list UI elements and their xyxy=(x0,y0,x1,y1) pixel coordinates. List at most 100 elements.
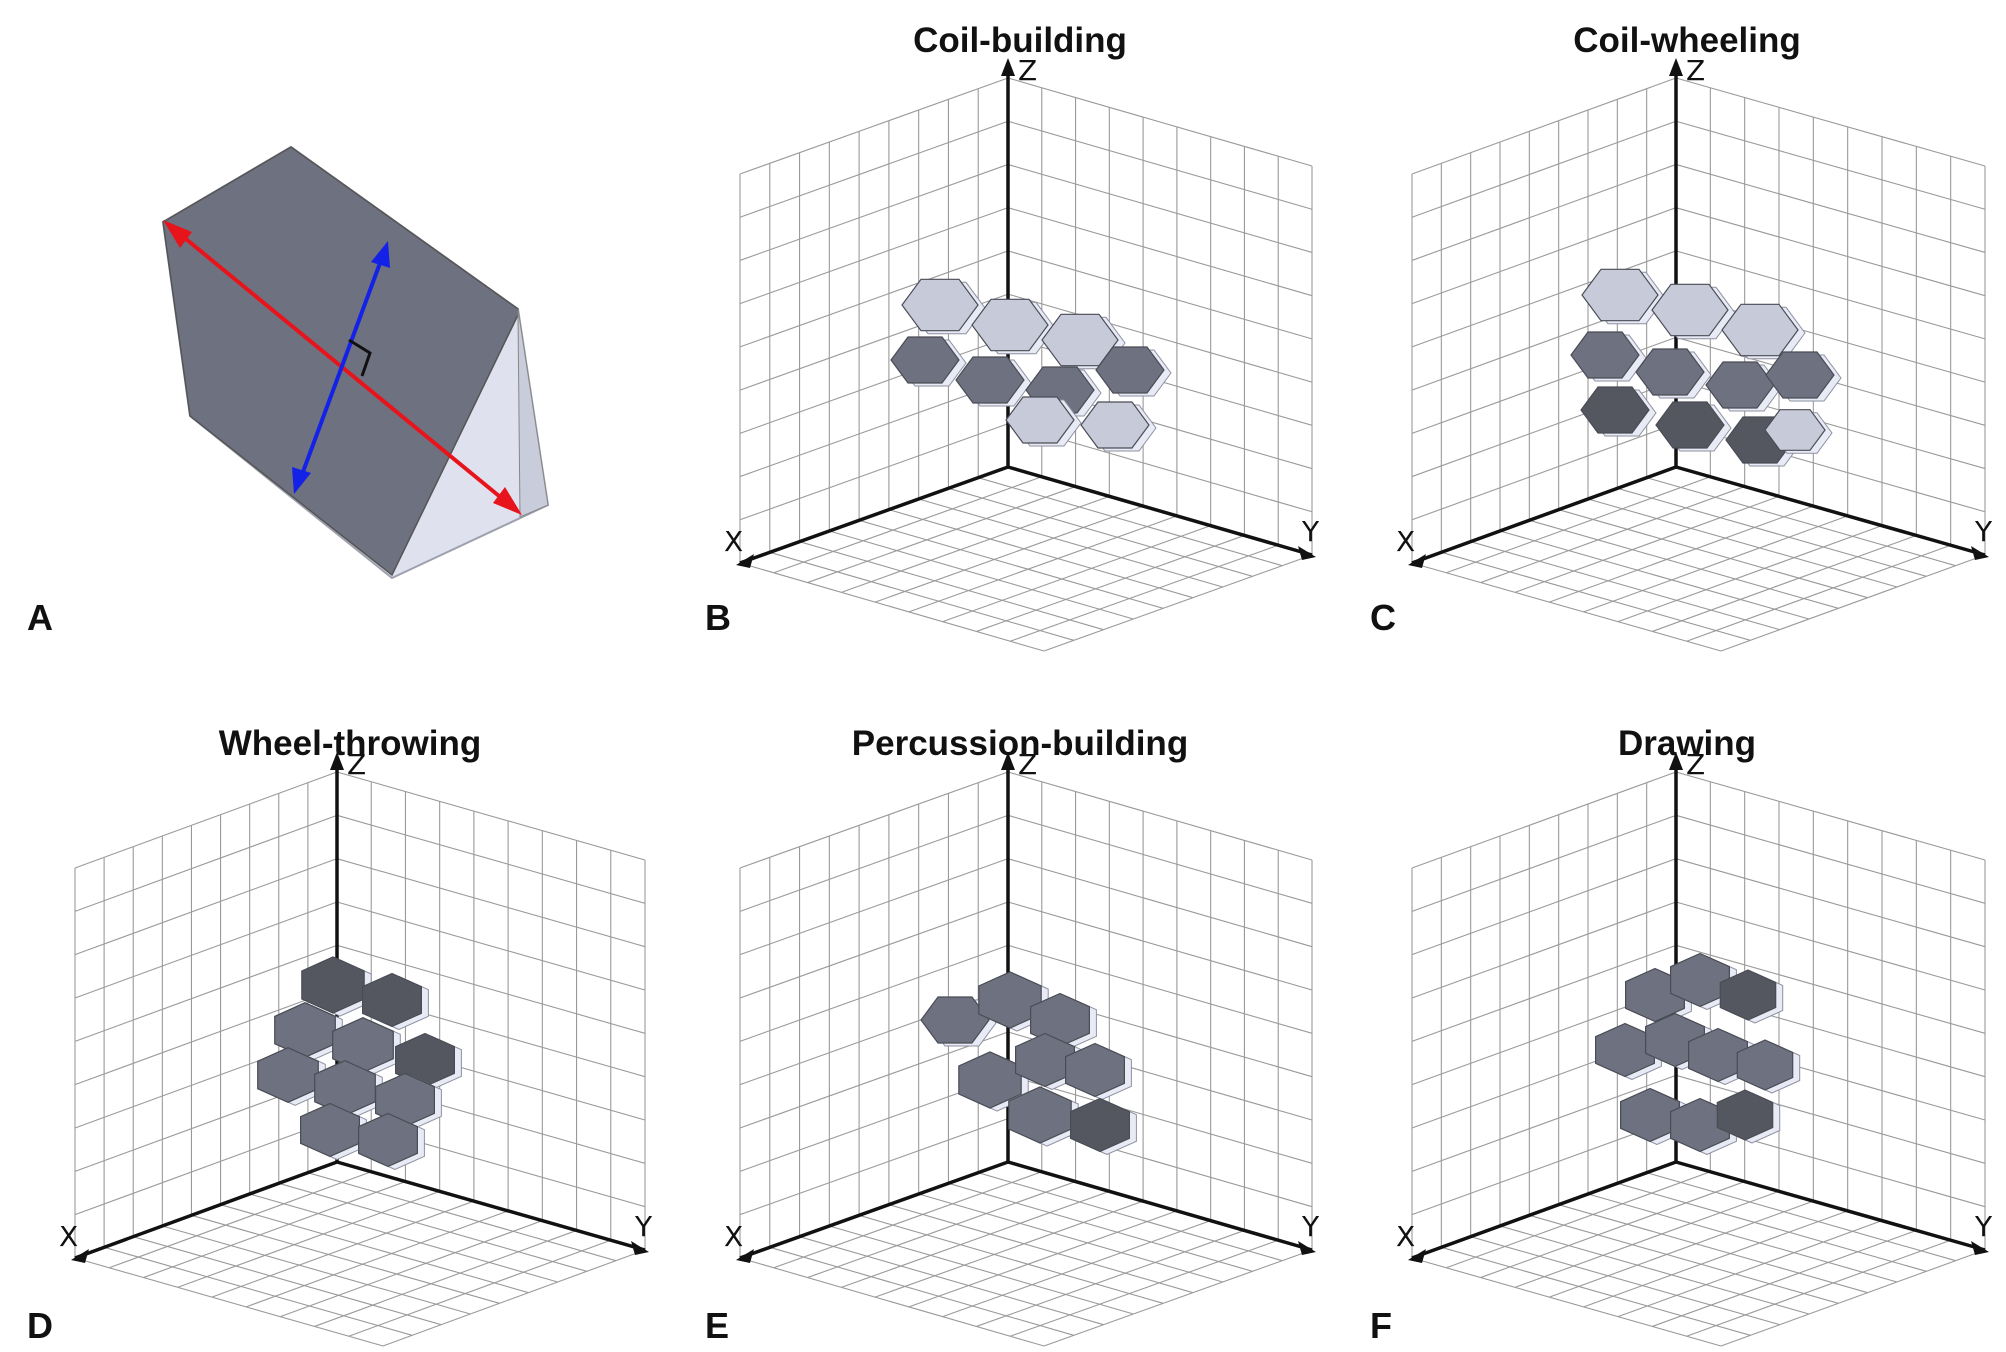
platelet-1 xyxy=(920,996,990,1044)
platelet-8 xyxy=(1069,1097,1131,1153)
z-axis-arrowhead xyxy=(1669,58,1683,76)
platelet-4 xyxy=(332,1017,394,1073)
grid-line xyxy=(1675,163,1986,253)
grid-line xyxy=(978,1172,1283,1262)
short-axis-arrow xyxy=(298,254,385,481)
grid-line xyxy=(336,814,646,904)
grid-line xyxy=(739,1257,1045,1347)
grid-line xyxy=(769,551,1074,641)
grid-line xyxy=(976,1229,1245,1327)
platelet-5 xyxy=(395,1032,455,1088)
y-axis-arrowhead xyxy=(1298,1241,1316,1255)
grid-line xyxy=(807,486,1076,584)
grid-line xyxy=(739,901,1009,999)
grid-line xyxy=(1617,1182,1927,1272)
grid-line xyxy=(918,498,1223,588)
grid-line xyxy=(1675,1074,1986,1164)
grid-line xyxy=(103,1246,413,1336)
platelet-8 xyxy=(1005,396,1075,444)
grid-line xyxy=(799,541,1104,631)
grid-lines xyxy=(1411,77,1986,652)
x-axis-label: X xyxy=(1396,525,1415,558)
grid-line xyxy=(1617,1220,1883,1318)
x-axis-arrowhead xyxy=(736,1249,754,1263)
grid-line xyxy=(1529,519,1839,609)
grid-line xyxy=(1010,1239,1279,1337)
x-axis xyxy=(1411,465,1677,565)
grid-line xyxy=(1007,944,1313,1034)
grid-line xyxy=(74,944,338,1042)
grid-line xyxy=(942,1220,1211,1318)
grid-line xyxy=(1411,814,1677,912)
platelet-6 xyxy=(1064,1042,1126,1098)
grid-line xyxy=(336,858,646,948)
x-axis-arrowhead xyxy=(736,554,754,568)
grid-line xyxy=(1411,423,1677,521)
grid-line xyxy=(739,250,1009,348)
axes xyxy=(1411,762,1986,1260)
z-axis-label: Z xyxy=(1018,54,1037,87)
y-axis xyxy=(1675,465,1986,557)
grid-line xyxy=(1043,1249,1313,1347)
grid-line xyxy=(739,1118,1009,1216)
grid-line xyxy=(143,1181,406,1279)
platelet-cluster xyxy=(890,278,1172,452)
grid-line xyxy=(278,1182,587,1272)
grid-line xyxy=(1675,207,1986,297)
grid-line xyxy=(211,1200,475,1298)
short-axis-arrowhead-end xyxy=(292,467,311,494)
grid-lines xyxy=(739,77,1313,652)
grid-line xyxy=(1411,1074,1677,1172)
grid-line xyxy=(1411,771,1677,869)
grid-line xyxy=(1470,541,1780,631)
x-axis-arrowhead xyxy=(71,1249,89,1263)
x-axis xyxy=(739,465,1009,565)
y-axis-arrowhead xyxy=(1298,546,1316,560)
z-axis-arrowhead xyxy=(330,752,344,770)
grid-line xyxy=(336,901,646,991)
grid-line xyxy=(1675,77,1986,167)
grid-line xyxy=(1675,771,1986,861)
grid-line xyxy=(1007,901,1313,991)
grid-line xyxy=(1446,1171,1711,1269)
grid-line xyxy=(336,771,646,861)
y-axis xyxy=(336,1160,646,1252)
grid-line xyxy=(1441,551,1751,641)
panel-label-e: E xyxy=(705,1305,729,1346)
platelet-10 xyxy=(1716,1089,1774,1141)
grid-line xyxy=(829,1225,1134,1315)
grid-line xyxy=(1007,814,1313,904)
grid-line xyxy=(1007,120,1313,210)
z-axis-label: Z xyxy=(1686,748,1705,781)
grid-line xyxy=(1007,1074,1313,1164)
grid-line xyxy=(976,534,1245,632)
grid-line xyxy=(1558,509,1868,599)
grid-line xyxy=(1646,477,1956,567)
platelet-7 xyxy=(1765,351,1835,399)
panel-label-a: A xyxy=(27,597,53,638)
panel-title-d: Wheel-throwing xyxy=(219,724,481,763)
long-axis-arrowhead-start xyxy=(163,220,192,248)
grid-line xyxy=(1411,562,1722,652)
grid-line xyxy=(1686,544,1951,642)
grid-line xyxy=(74,1118,338,1216)
grid-line xyxy=(948,1182,1253,1272)
grid-line xyxy=(74,901,338,999)
grid-line xyxy=(1470,1236,1780,1326)
grid-line xyxy=(74,858,338,956)
grid-line xyxy=(1007,771,1313,861)
x-axis xyxy=(739,1160,1009,1260)
panel-a-platelet xyxy=(161,145,550,580)
grid-line xyxy=(773,476,1042,574)
x-axis-arrowhead xyxy=(1408,1249,1426,1263)
grid-line xyxy=(908,1210,1178,1308)
grid-line xyxy=(942,525,1211,623)
grid-line xyxy=(1675,901,1986,991)
grid-line xyxy=(908,515,1178,613)
grid-line xyxy=(162,1225,471,1315)
axes xyxy=(1411,68,1986,565)
grid-line xyxy=(739,77,1009,175)
